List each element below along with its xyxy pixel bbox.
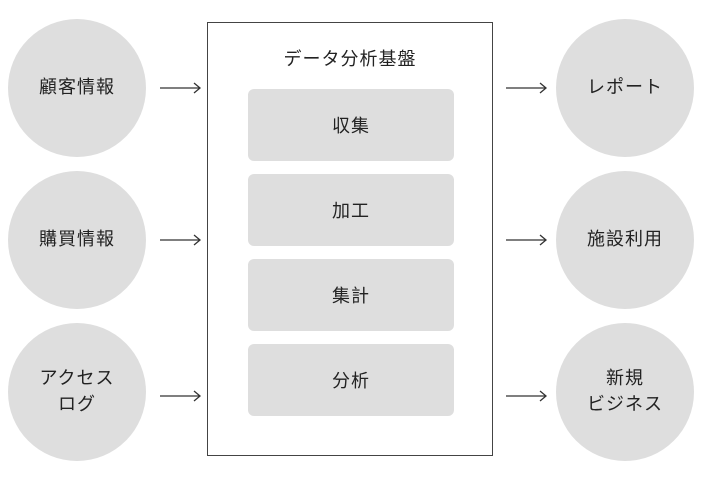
input-node-label: 顧客情報 (39, 77, 115, 98)
process-step-label: 分析 (332, 371, 370, 392)
output-node-new-business: 新規 ビジネス (556, 323, 694, 461)
output-node-label: 施設利用 (587, 229, 663, 250)
output-node-facility-use: 施設利用 (556, 171, 694, 309)
output-node-report: レポート (556, 19, 694, 157)
process-step-label: 収集 (332, 116, 370, 137)
arrow-right-icon (506, 82, 548, 94)
output-node-label: 新規 ビジネス (587, 368, 663, 415)
process-step-aggregate: 集計 (248, 259, 454, 331)
process-step-analyze: 分析 (248, 344, 454, 416)
input-node-purchase-info: 購買情報 (8, 171, 146, 309)
input-node-label: アクセス ログ (39, 368, 115, 415)
output-node-label: レポート (587, 77, 663, 98)
arrow-right-icon (506, 234, 548, 246)
arrow-right-icon (160, 82, 202, 94)
data-platform-box: データ分析基盤 収集 加工 集計 分析 (207, 22, 493, 456)
platform-title: データ分析基盤 (283, 49, 417, 70)
arrow-right-icon (160, 390, 202, 402)
process-step-label: 集計 (332, 286, 370, 307)
process-step-process: 加工 (248, 174, 454, 246)
input-node-access-log: アクセス ログ (8, 323, 146, 461)
process-step-collect: 収集 (248, 89, 454, 161)
arrow-right-icon (506, 390, 548, 402)
input-node-customer-info: 顧客情報 (8, 19, 146, 157)
arrow-right-icon (160, 234, 202, 246)
input-node-label: 購買情報 (39, 229, 115, 250)
process-step-label: 加工 (332, 201, 370, 222)
